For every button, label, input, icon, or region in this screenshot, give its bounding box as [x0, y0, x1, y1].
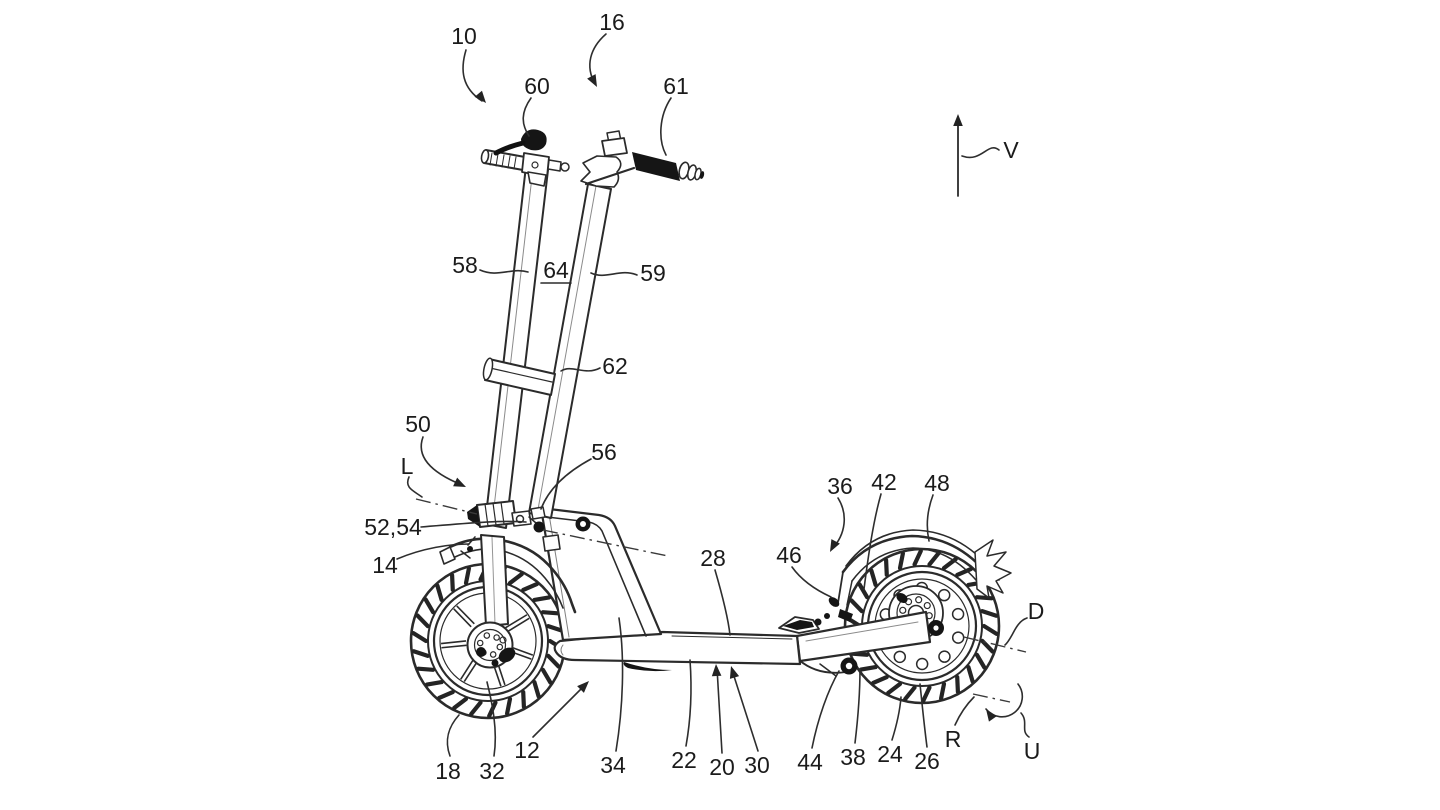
rear-fender-pedal [778, 616, 822, 634]
rotation-arrow-u [985, 683, 1024, 722]
ref-label-38: 38 [840, 744, 866, 770]
fold-hinge [511, 506, 546, 533]
left-grip [483, 149, 526, 171]
ref-label-42: 42 [871, 469, 897, 495]
ref-label-V: V [1003, 137, 1019, 163]
stem-tube-rear [528, 183, 612, 519]
leader-lines [396, 33, 1030, 757]
brake-caliper [498, 647, 516, 663]
ref-label-52_54: 52,54 [364, 514, 422, 540]
right-grip [632, 152, 680, 181]
ref-label-28: 28 [700, 545, 726, 571]
ref-label-61: 61 [663, 73, 689, 99]
ref-label-62: 62 [602, 353, 628, 379]
ref-label-R: R [945, 726, 962, 752]
ref-label-46: 46 [776, 542, 802, 568]
ref-label-50: 50 [405, 411, 431, 437]
ref-label-36: 36 [827, 473, 853, 499]
rear-hub-assembly [795, 585, 993, 700]
ref-label-44: 44 [797, 749, 823, 775]
reference-labels: 10 16 60 61V 58 64 59 62 50L 56 52,54 14 36 42 48 46 28D… [364, 9, 1044, 784]
reflector [542, 534, 561, 552]
axis-line-l [415, 498, 1027, 653]
handlebar-right-half [580, 130, 705, 188]
ref-label-U: U [1024, 738, 1041, 764]
headlight [467, 500, 517, 528]
rear-fender [824, 529, 1012, 622]
front-body [539, 506, 663, 642]
ref-label-L: L [401, 453, 414, 479]
ref-label-22: 22 [671, 747, 697, 773]
stem-tubes [482, 165, 612, 529]
ref-label-18: 18 [435, 758, 461, 784]
ref-label-64: 64 [543, 257, 569, 283]
brake-lever [521, 129, 547, 151]
ref-label-58: 58 [452, 252, 478, 278]
ref-label-16: 16 [599, 9, 625, 35]
kickstand [623, 662, 672, 672]
ref-label-20: 20 [709, 754, 735, 780]
ref-label-60: 60 [524, 73, 550, 99]
hinge-pivot [533, 521, 545, 533]
ref-label-48: 48 [924, 470, 950, 496]
ref-label-D: D [1028, 598, 1045, 624]
front-fender [439, 536, 577, 614]
front-fork [466, 534, 516, 669]
ref-label-24: 24 [877, 741, 903, 767]
axis-line-r [972, 693, 1011, 703]
ref-label-32: 32 [479, 758, 505, 784]
ref-label-12: 12 [514, 737, 540, 763]
ref-label-34: 34 [600, 752, 626, 778]
ref-label-30: 30 [744, 752, 770, 778]
ref-label-14: 14 [372, 552, 398, 578]
rear-mudflap [974, 539, 1012, 599]
ref-label-59: 59 [640, 260, 666, 286]
ref-label-56: 56 [591, 439, 617, 465]
ref-label-26: 26 [914, 748, 940, 774]
ref-label-10: 10 [451, 23, 477, 49]
direction-arrow-v [953, 114, 963, 197]
